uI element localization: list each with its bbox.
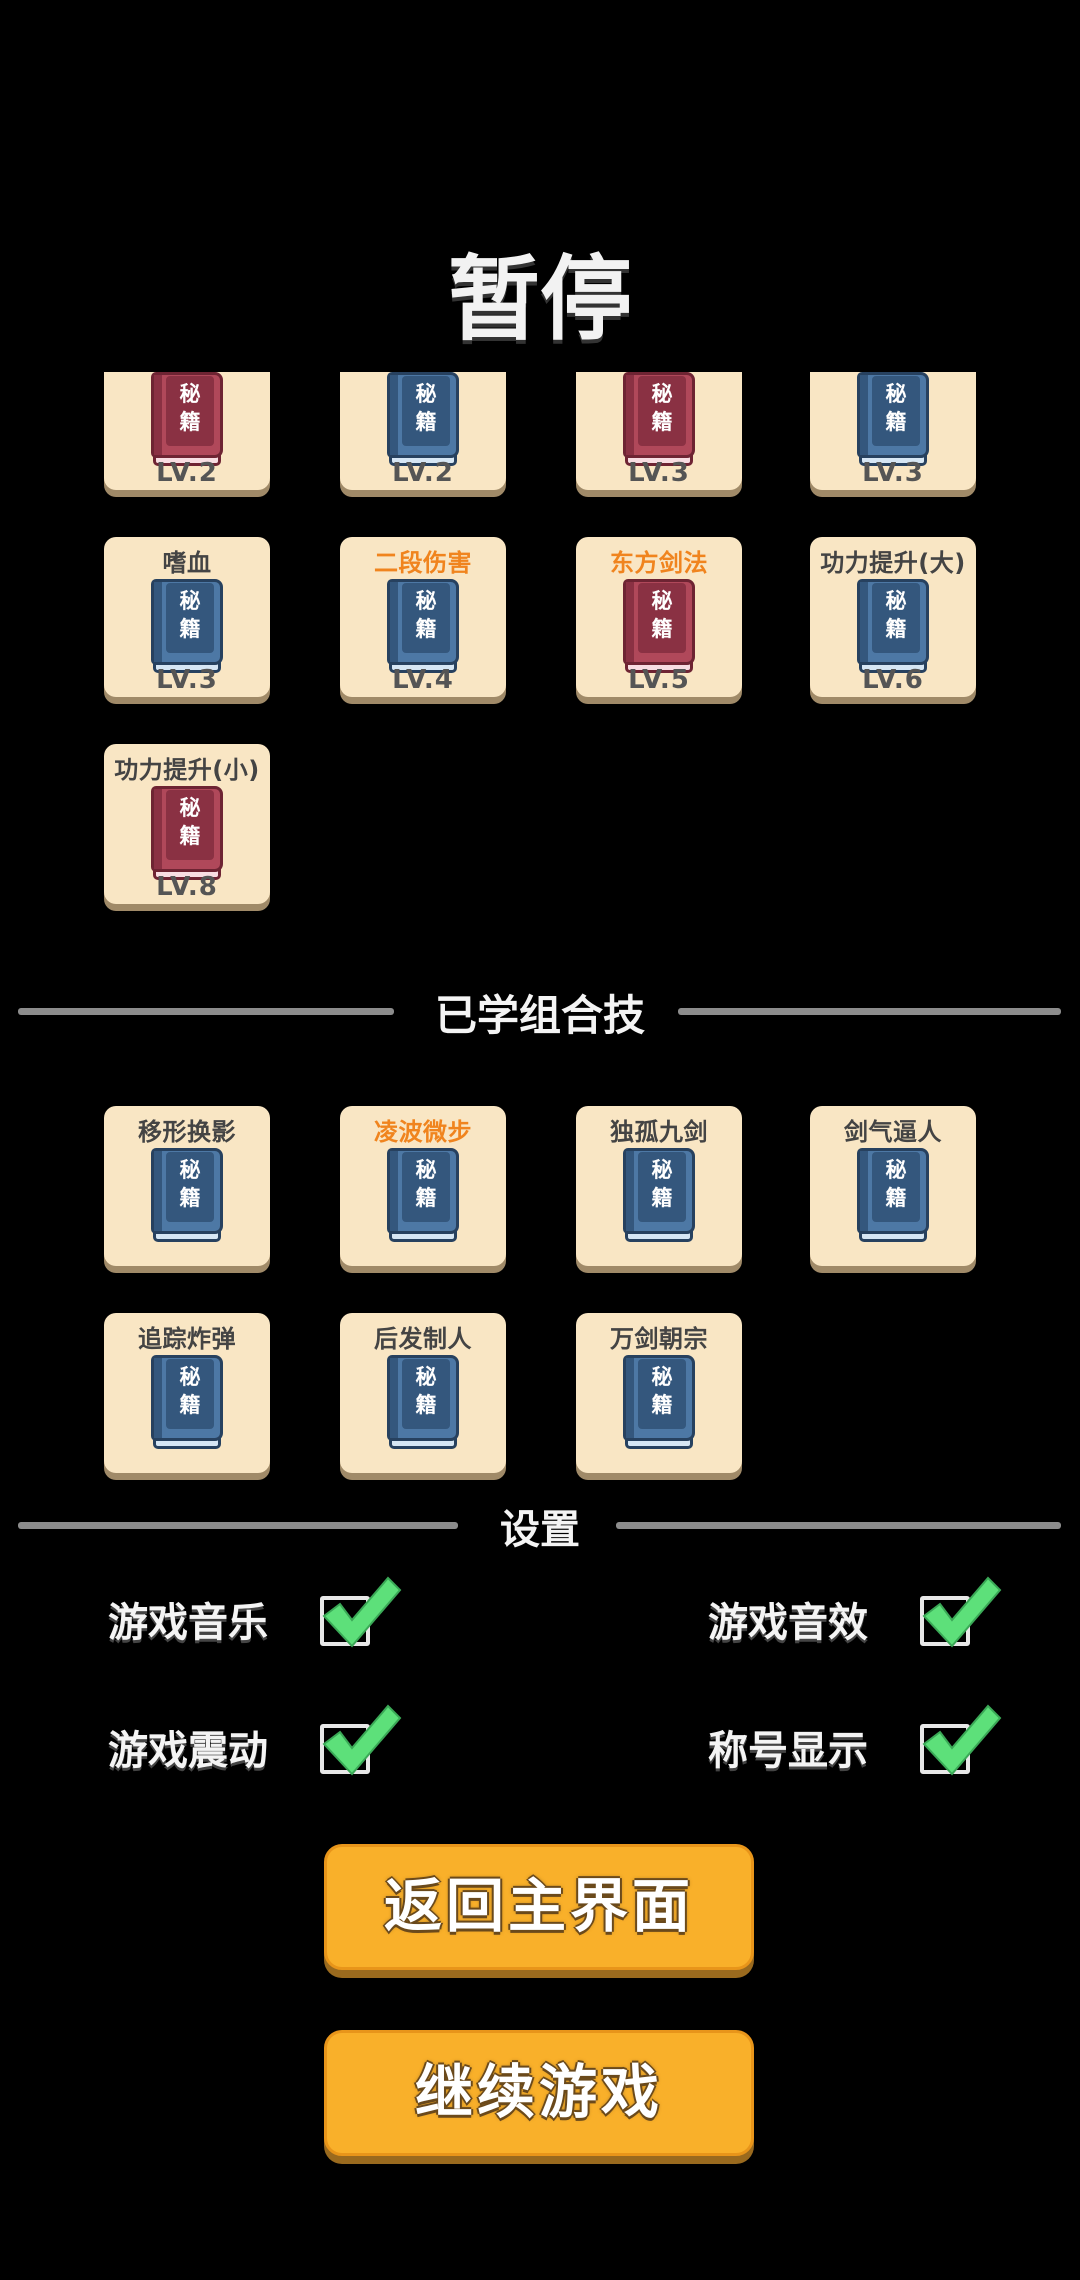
- skill-name: 剑气逼人: [844, 1118, 942, 1146]
- secret-book-icon: 秘籍: [151, 1148, 223, 1242]
- book-label: 秘籍: [638, 376, 686, 446]
- skill-card[interactable]: 东方剑法秘籍 LV.5: [576, 537, 742, 697]
- setting-label: 游戏音乐: [108, 1600, 268, 1646]
- skill-name: 移形换影: [138, 1118, 236, 1146]
- secret-book-icon: 秘籍: [387, 579, 459, 673]
- book-label: 秘籍: [166, 583, 214, 653]
- settings-section-label: 设置: [500, 1507, 580, 1553]
- secret-book-icon: 秘籍: [151, 786, 223, 880]
- skill-level: LV.5: [628, 665, 690, 695]
- skill-card[interactable]: 嗜血秘籍 LV.3: [104, 537, 270, 697]
- skill-name: 嗜血: [162, 549, 212, 577]
- skill-card[interactable]: 秘籍 LV.2: [340, 372, 506, 490]
- pause-title: 暂停: [447, 246, 632, 353]
- setting-label: 称号显示: [708, 1728, 868, 1774]
- book-label: 秘籍: [872, 583, 920, 653]
- checkmark-icon: [322, 1576, 402, 1648]
- secret-book-icon: 秘籍: [623, 1148, 695, 1242]
- skill-card[interactable]: 功力提升(大) 秘籍 LV.6: [810, 537, 976, 697]
- checkmark-icon: [922, 1704, 1002, 1776]
- book-label: 秘籍: [402, 376, 450, 446]
- setting-checkbox[interactable]: [920, 1704, 1002, 1776]
- book-label: 秘籍: [638, 583, 686, 653]
- combo-section-label: 已学组合技: [434, 991, 645, 1040]
- book-label: 秘籍: [402, 1152, 450, 1222]
- skill-level: LV.3: [156, 665, 218, 695]
- skill-name: 东方剑法: [610, 549, 708, 577]
- book-label: 秘籍: [166, 1359, 214, 1429]
- book-label: 秘籍: [402, 583, 450, 653]
- setting-label: 游戏音效: [708, 1600, 868, 1646]
- skill-name: 万剑朝宗: [610, 1325, 708, 1353]
- skill-card[interactable]: 秘籍 LV.2: [104, 372, 270, 490]
- skill-name: 独孤九剑: [610, 1118, 708, 1146]
- skill-name: 二段伤害: [374, 549, 472, 577]
- secret-book-icon: 秘籍: [151, 372, 223, 466]
- setting-label: 游戏震动: [108, 1728, 268, 1774]
- book-label: 秘籍: [166, 790, 214, 860]
- skill-level: LV.6: [862, 665, 924, 695]
- skill-card[interactable]: 独孤九剑秘籍: [576, 1106, 742, 1266]
- book-label: 秘籍: [402, 1359, 450, 1429]
- book-label: 秘籍: [166, 376, 214, 446]
- skill-card[interactable]: 秘籍 LV.3: [576, 372, 742, 490]
- setting-checkbox[interactable]: [320, 1704, 402, 1776]
- secret-book-icon: 秘籍: [151, 1355, 223, 1449]
- skill-card[interactable]: 秘籍 LV.3: [810, 372, 976, 490]
- secret-book-icon: 秘籍: [151, 579, 223, 673]
- setting-checkbox[interactable]: [320, 1576, 402, 1648]
- combo-divider-right: [678, 1008, 1061, 1015]
- return-main-menu-button[interactable]: 返回主界面: [324, 1844, 754, 1970]
- checkmark-icon: [922, 1576, 1002, 1648]
- setting-checkbox[interactable]: [920, 1576, 1002, 1648]
- secret-book-icon: 秘籍: [387, 1355, 459, 1449]
- secret-book-icon: 秘籍: [623, 579, 695, 673]
- secret-book-icon: 秘籍: [387, 1148, 459, 1242]
- secret-book-icon: 秘籍: [623, 1355, 695, 1449]
- skill-name: 凌波微步: [374, 1118, 472, 1146]
- skill-name: 功力提升(小): [114, 756, 260, 784]
- skill-level: LV.4: [392, 665, 454, 695]
- skill-card[interactable]: 追踪炸弹秘籍: [104, 1313, 270, 1473]
- settings-divider-left: [18, 1522, 458, 1529]
- book-label: 秘籍: [872, 376, 920, 446]
- book-label: 秘籍: [166, 1152, 214, 1222]
- secret-book-icon: 秘籍: [857, 1148, 929, 1242]
- book-label: 秘籍: [638, 1152, 686, 1222]
- skill-name: 后发制人: [374, 1325, 472, 1353]
- continue-game-button[interactable]: 继续游戏: [324, 2030, 754, 2156]
- secret-book-icon: 秘籍: [857, 372, 929, 466]
- skill-card[interactable]: 万剑朝宗秘籍: [576, 1313, 742, 1473]
- secret-book-icon: 秘籍: [387, 372, 459, 466]
- settings-divider-right: [616, 1522, 1061, 1529]
- skill-card[interactable]: 二段伤害秘籍 LV.4: [340, 537, 506, 697]
- book-label: 秘籍: [638, 1359, 686, 1429]
- skill-level: LV.3: [628, 458, 690, 488]
- skill-card[interactable]: 后发制人秘籍: [340, 1313, 506, 1473]
- book-label: 秘籍: [872, 1152, 920, 1222]
- skill-level: LV.2: [156, 458, 218, 488]
- skill-card[interactable]: 剑气逼人秘籍: [810, 1106, 976, 1266]
- skill-card[interactable]: 移形换影秘籍: [104, 1106, 270, 1266]
- skill-level: LV.2: [392, 458, 454, 488]
- skill-card[interactable]: 凌波微步秘籍: [340, 1106, 506, 1266]
- skill-level: LV.3: [862, 458, 924, 488]
- skill-level: LV.8: [156, 872, 218, 902]
- secret-book-icon: 秘籍: [857, 579, 929, 673]
- skill-name: 追踪炸弹: [138, 1325, 236, 1353]
- combo-divider-left: [18, 1008, 394, 1015]
- secret-book-icon: 秘籍: [623, 372, 695, 466]
- skill-card[interactable]: 功力提升(小) 秘籍 LV.8: [104, 744, 270, 904]
- checkmark-icon: [322, 1704, 402, 1776]
- skill-name: 功力提升(大): [820, 549, 966, 577]
